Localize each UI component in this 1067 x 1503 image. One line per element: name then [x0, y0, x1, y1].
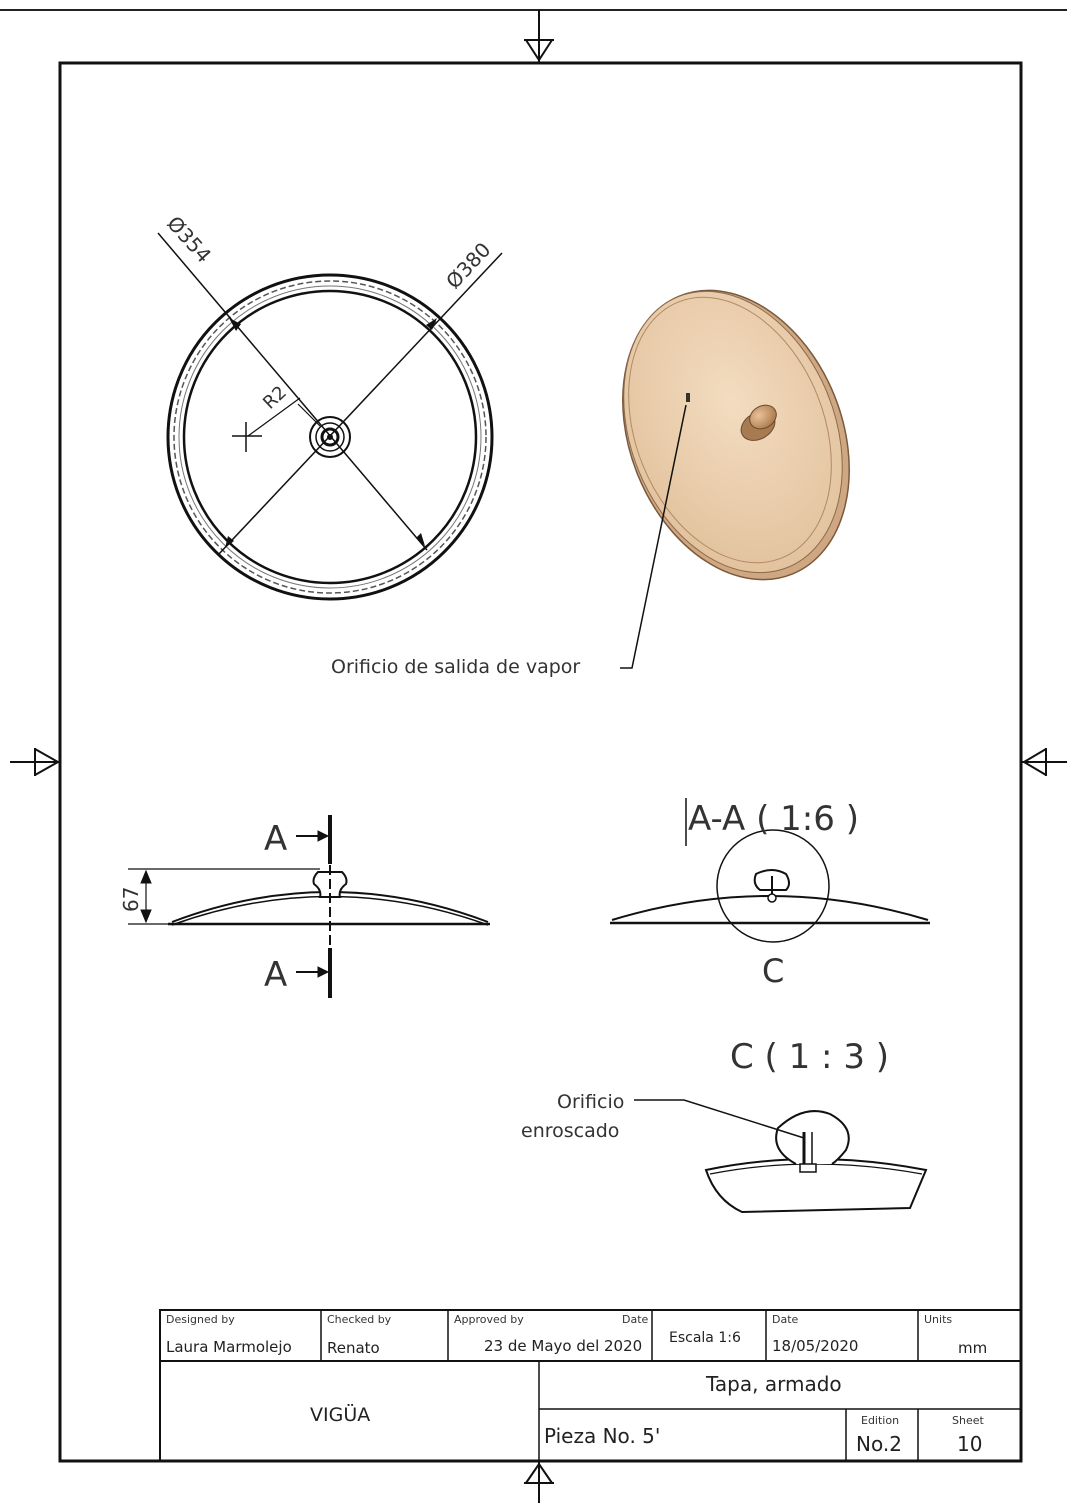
edition-label: Edition: [861, 1414, 900, 1427]
detail-marker: C: [762, 952, 784, 990]
detail-title: C ( 1 : 3 ): [730, 1037, 889, 1077]
section-view: [610, 798, 930, 943]
sheet-label: Sheet: [952, 1414, 984, 1427]
designed-by-label: Designed by: [166, 1313, 235, 1326]
sheet-value: 10: [957, 1432, 983, 1456]
centering-arrow-left: [10, 748, 61, 776]
front-view: [128, 815, 490, 998]
dim-r2: R2: [259, 382, 291, 414]
edition-value: No.2: [856, 1432, 902, 1456]
units-value: mm: [958, 1339, 988, 1357]
section-marker-bottom: A: [264, 955, 287, 995]
dim-d354: Ø354: [162, 211, 216, 267]
drawing-title: Tapa, armado: [706, 1372, 842, 1396]
designed-by-value: Laura Marmolejo: [166, 1338, 292, 1356]
section-marker-top: A: [264, 819, 287, 859]
date1-label: Date: [622, 1313, 649, 1326]
date1-value: 23 de Mayo del 2020: [484, 1337, 643, 1355]
approved-by-label: Approved by: [454, 1313, 524, 1326]
date2-value: 18/05/2020: [772, 1337, 859, 1355]
units-label: Units: [924, 1313, 953, 1326]
vapor-hole-leader: [620, 404, 687, 669]
dim-h67: 67: [119, 887, 143, 912]
checked-by-value: Renato: [327, 1339, 380, 1357]
centering-arrow-right: [1022, 748, 1067, 776]
centering-arrow-bottom: [524, 1462, 554, 1503]
isometric-lid: [622, 289, 850, 581]
checked-by-label: Checked by: [327, 1313, 392, 1326]
section-title: A-A ( 1:6 ): [688, 799, 859, 839]
top-view: [157, 232, 503, 601]
dim-d380: Ø380: [441, 238, 495, 294]
threaded-hole-leader: [634, 1099, 805, 1139]
sheet-frame: [0, 9, 1067, 1463]
title-block-frame: [159, 1309, 1022, 1462]
scale-value: Escala 1:6: [669, 1330, 741, 1346]
threaded-hole-label-1: Orificio: [557, 1091, 625, 1113]
date2-label: Date: [772, 1313, 799, 1326]
threaded-hole-label-2: enroscado: [521, 1120, 620, 1142]
detail-view: [704, 1110, 928, 1214]
part-number: Pieza No. 5': [544, 1424, 661, 1448]
company-name: VIGÜA: [310, 1404, 371, 1426]
centering-arrow-top: [524, 10, 554, 62]
vapor-hole-label: Orificio de salida de vapor: [331, 656, 581, 678]
